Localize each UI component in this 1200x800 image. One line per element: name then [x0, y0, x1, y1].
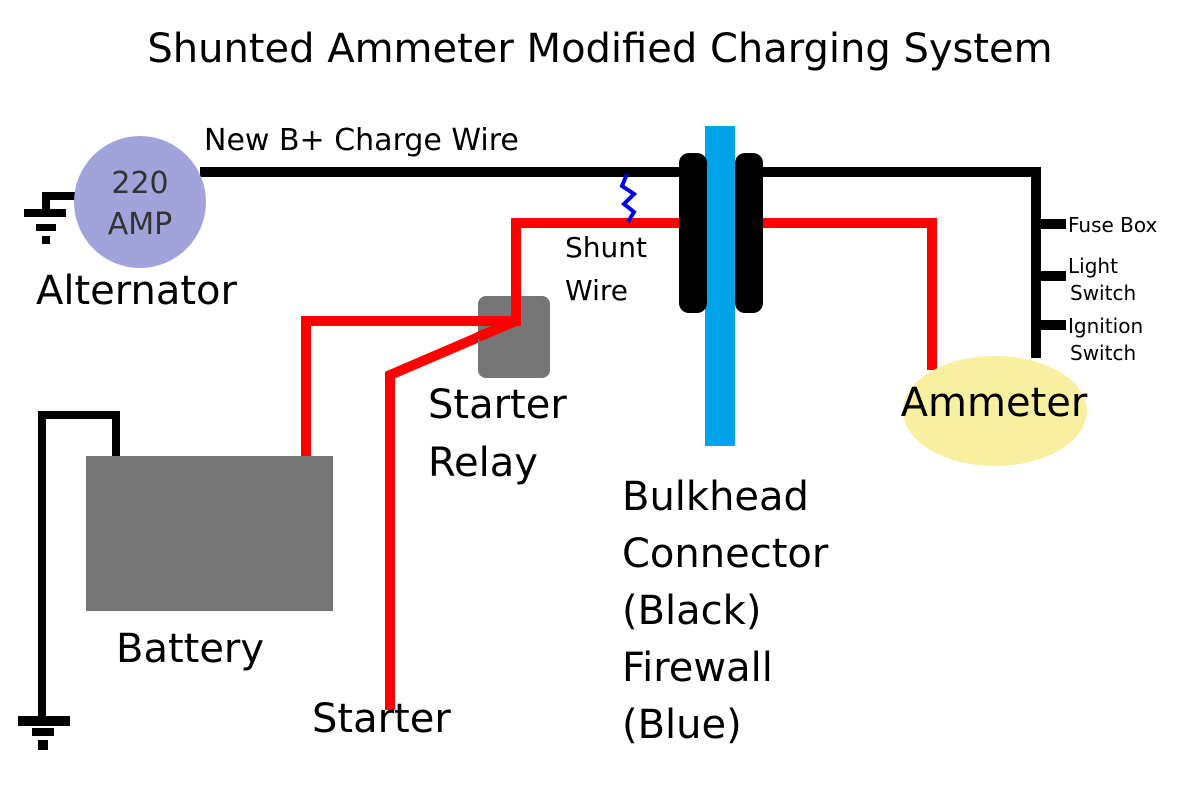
bulkhead-label-line: (Black): [622, 588, 761, 634]
bulkhead-connector-right: [735, 153, 763, 313]
branch-label-fuse-box: Fuse Box: [1068, 213, 1158, 237]
branch-fuse-box-stub: [1036, 219, 1066, 229]
branch-label-light: Light: [1068, 254, 1118, 278]
alternator-ground-icon: [24, 192, 80, 244]
bulkhead-label: Bulkhead Connector (Black) Firewall (Blu…: [622, 474, 829, 748]
bulkhead-label-line: Bulkhead: [622, 474, 809, 520]
bulkhead-label-line: (Blue): [622, 702, 742, 748]
shunt-wire-label-2: Wire: [565, 274, 628, 307]
starter-relay-label-2: Relay: [428, 440, 538, 486]
alternator-label: Alternator: [36, 268, 238, 314]
starter-relay-label-1: Starter: [428, 382, 567, 428]
battery: [86, 456, 333, 611]
branch-label-ignition: Ignition: [1068, 314, 1143, 338]
battery-label: Battery: [116, 626, 264, 672]
starter-red-wire: [385, 316, 518, 710]
battery-ground-icon: [18, 411, 120, 750]
branch-light-switch-stub: [1036, 271, 1066, 281]
branch-label-ignition-switch: Switch: [1070, 341, 1136, 365]
ammeter: [903, 356, 1087, 466]
alternator: [74, 136, 206, 268]
shunt-wire-label-1: Shunt: [565, 231, 647, 264]
ammeter-label: Ammeter: [901, 380, 1088, 426]
charge-wire-label: New B+ Charge Wire: [204, 123, 519, 158]
alternator-rating-unit: AMP: [108, 207, 173, 242]
branch-label-light-switch: Switch: [1070, 281, 1136, 305]
alternator-rating: 220: [111, 166, 168, 201]
diagram-title: Shunted Ammeter Modified Charging System: [147, 26, 1052, 72]
shunt-resistor-icon: [619, 173, 638, 224]
bulkhead-label-line: Connector: [622, 531, 829, 577]
branch-ignition-switch-stub: [1036, 320, 1066, 330]
firewall: [705, 126, 735, 446]
starter-label: Starter: [312, 696, 451, 742]
bulkhead-label-line: Firewall: [622, 645, 773, 691]
ammeter-red-wire: [760, 218, 937, 370]
charge-wire: [200, 167, 1041, 358]
bulkhead-connector-left: [679, 153, 707, 313]
